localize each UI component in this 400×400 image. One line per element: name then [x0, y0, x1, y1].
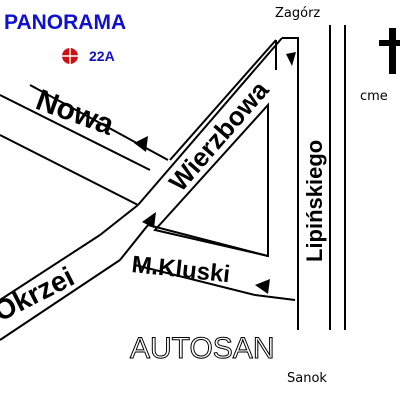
crosshair-circle-icon — [62, 48, 78, 64]
arrowhead-icon — [142, 212, 156, 228]
arrowhead-icon — [286, 52, 296, 66]
road-wierzbowa-edge-2-part — [169, 39, 277, 161]
road-network — [0, 25, 346, 341]
road-okrzei-connect-2 — [119, 224, 149, 261]
direction-arrows — [134, 52, 296, 294]
panorama-title: PANORAMA — [4, 11, 126, 34]
cross-icon — [379, 28, 400, 74]
road-lipinskiego-left — [282, 37, 299, 330]
arrowhead-icon — [255, 279, 270, 294]
road-nowa-edge-1 — [0, 94, 151, 171]
road-kluski-bottom — [134, 264, 256, 296]
road-kluski-top — [147, 224, 269, 257]
road-nowa-edge-2 — [0, 134, 139, 206]
brand-autosan-label: AUTOSAN — [130, 332, 274, 365]
road-okrzei-edge-1 — [0, 234, 101, 301]
road-okrzei-connect-1 — [99, 204, 139, 236]
road-okrzei-edge-2 — [0, 259, 121, 341]
street-label-lipinskiego: Lipińskiego — [302, 140, 327, 262]
cemetery-label-partial: cme — [360, 89, 388, 104]
arrowhead-icon — [134, 136, 148, 152]
stop-number-label: 22A — [89, 48, 115, 64]
road-wierzbowa-edge-1 — [137, 37, 283, 206]
destination-zagorz-label: Zagórz — [275, 6, 320, 21]
destination-sanok-label: Sanok — [287, 371, 327, 386]
road-kluski-right — [254, 294, 296, 301]
